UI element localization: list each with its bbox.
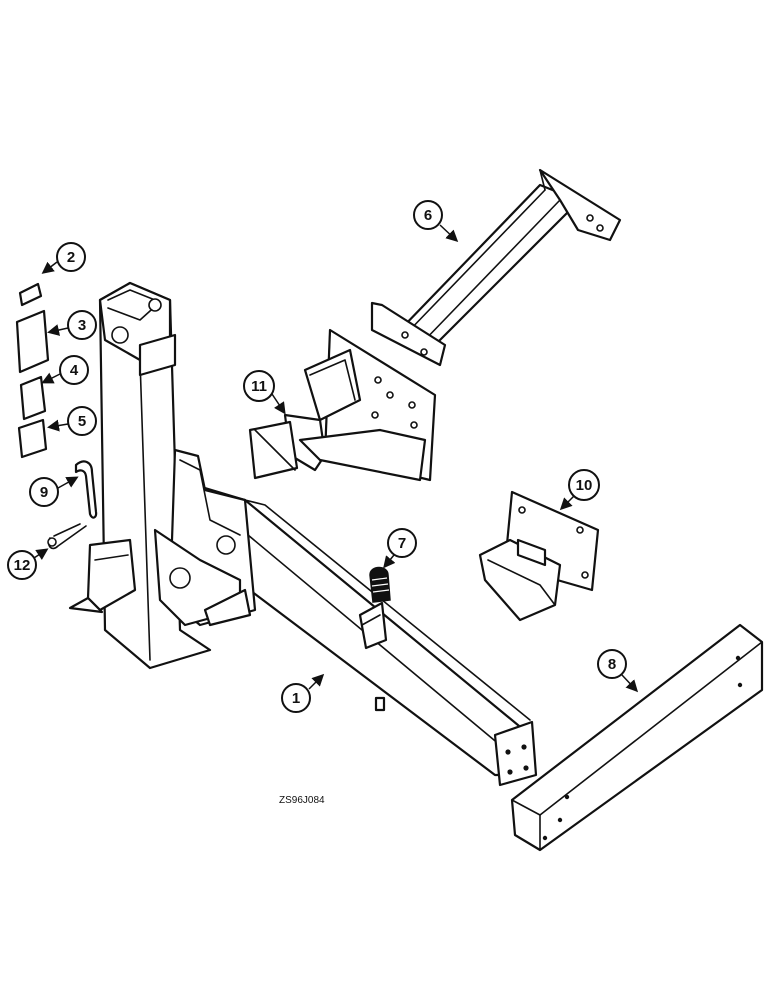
callout-2: 2 <box>41 242 86 274</box>
callout-3: 3 <box>47 310 97 340</box>
drawing-code: ZS96J084 <box>279 795 325 806</box>
callout-7: 7 <box>383 528 417 569</box>
cross-member-8 <box>510 623 764 852</box>
hitch-pin-9 <box>74 460 98 519</box>
callout-9-label: 9 <box>40 484 48 501</box>
callout-10: 10 <box>559 469 600 511</box>
callout-6-label: 6 <box>424 207 432 224</box>
callout-2-label: 2 <box>67 249 75 266</box>
callout-8: 8 <box>597 649 639 693</box>
mount-bracket-11 <box>248 328 437 482</box>
callout-12: 12 <box>7 548 49 580</box>
callout-11-label: 11 <box>251 378 267 395</box>
callout-4-label: 4 <box>70 362 79 379</box>
callout-6: 6 <box>413 200 459 243</box>
main-frame-1 <box>68 281 538 787</box>
callout-12-label: 12 <box>14 557 31 574</box>
callout-1-label: 1 <box>292 690 300 707</box>
callout-1: 1 <box>281 673 325 713</box>
callout-9: 9 <box>29 476 79 507</box>
decal-5 <box>17 418 48 459</box>
clip-pin-12 <box>47 523 87 550</box>
rubber-pad-7 <box>369 566 391 603</box>
callout-5: 5 <box>47 406 97 436</box>
callout-8-label: 8 <box>608 656 616 673</box>
callout-7-label: 7 <box>398 535 406 552</box>
callout-10-label: 10 <box>576 477 593 494</box>
callout-4: 4 <box>41 355 89 385</box>
mount-bracket-10 <box>478 490 600 622</box>
axle-tube-6 <box>370 168 622 367</box>
decal-4 <box>19 375 47 421</box>
callout-11: 11 <box>243 370 286 415</box>
callout-3-label: 3 <box>78 317 86 334</box>
callout-5-label: 5 <box>78 413 86 430</box>
decal-2 <box>18 282 43 307</box>
decal-3 <box>15 309 50 374</box>
